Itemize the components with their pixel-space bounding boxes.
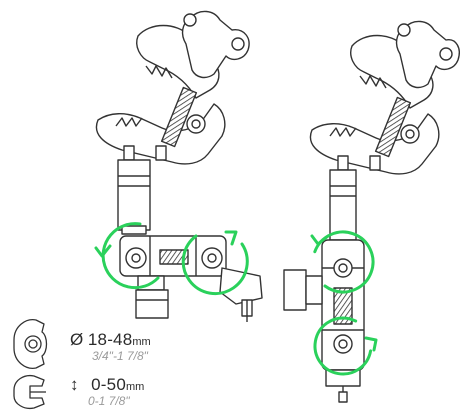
rotation-arrow-icon — [181, 234, 249, 296]
left-rotation-arrows — [94, 222, 249, 296]
left-angled-mount — [219, 267, 263, 305]
left-spigot — [117, 159, 151, 231]
right-clamp-knob — [395, 20, 460, 89]
right-clamp-screw — [374, 96, 412, 158]
diameter-metric-range: 18-48 — [87, 330, 133, 349]
left-clamp-knob — [181, 10, 250, 79]
right-rotation-arrows — [310, 230, 378, 376]
clamp-width-spec: ↕ 0-50mm 0-1 7/8" — [70, 375, 144, 408]
left-upper-jaw — [136, 24, 220, 99]
clamp-diameter-icon — [13, 319, 48, 369]
left-clamp-assembly — [95, 10, 263, 322]
right-side-knob — [283, 269, 307, 311]
diameter-symbol: Ø — [70, 330, 84, 349]
left-jaw-teeth-top — [145, 65, 173, 79]
left-jaw-teeth-bottom — [115, 117, 143, 127]
right-upper-jaw — [350, 34, 434, 109]
right-clamp-assembly — [283, 20, 460, 403]
width-metric-range: 0-50 — [91, 375, 126, 394]
left-clamp-screw — [160, 86, 198, 148]
right-spigot — [329, 169, 357, 241]
width-symbol: ↕ — [70, 375, 79, 394]
clamp-diameter-spec: Ø 18-48mm 3/4"-1 7/8" — [70, 330, 151, 363]
width-metric-unit: mm — [125, 381, 145, 393]
diameter-imperial-range: 3/4"-1 7/8" — [92, 349, 148, 363]
rotation-arrow-icon — [101, 222, 160, 290]
clamp-opening-icon — [13, 374, 46, 410]
width-imperial-range: 0-1 7/8" — [88, 394, 130, 408]
diameter-metric-unit: mm — [132, 336, 151, 348]
